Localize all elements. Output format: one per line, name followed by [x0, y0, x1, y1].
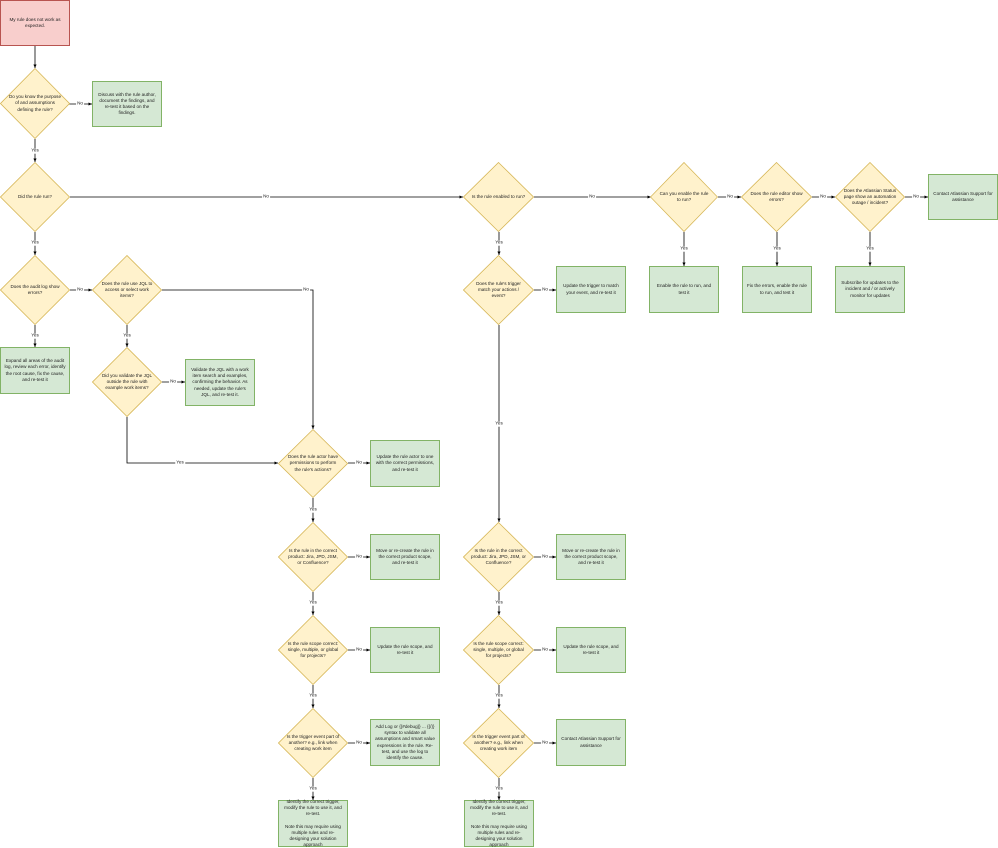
decision-editor-errors: Does the rule editor show errors? [741, 162, 812, 232]
decision-rule-enabled-text: Is the rule enabled to run? [471, 193, 526, 199]
decision-trigger-part-right: Is the trigger event part of another? e.… [463, 708, 534, 778]
edge-label-no: No [541, 286, 549, 293]
decision-trigger-part-left-text: Is the trigger event part of another? e.… [286, 733, 340, 752]
edge-label-yes: Yes [494, 599, 504, 606]
decision-purpose: Do you know the purpose of and assumptio… [0, 68, 70, 139]
edge-label-no: No [262, 193, 270, 200]
action-move-left: Move or re-create the rule in the correc… [370, 534, 440, 580]
action-validate-jql: Validate the JQL with a work item search… [185, 359, 255, 406]
edge-label-yes: Yes [175, 459, 185, 466]
edge-label-yes: Yes [122, 332, 132, 339]
edge-label-no: No [912, 193, 920, 200]
action-move-right: Move or re-create the rule in the correc… [556, 534, 626, 580]
edge-label-no: No [169, 378, 177, 385]
decision-status-page-text: Does the Atlassian Status page show an a… [843, 187, 897, 206]
edge-label-no: No [302, 286, 310, 293]
decision-rule-run: Did the rule run? [0, 162, 70, 232]
edge-label-yes: Yes [772, 245, 782, 252]
decision-product-left-text: Is the rule in the correct product: Jira… [288, 547, 338, 566]
edge-label-no: No [355, 553, 363, 560]
decision-validate-jql-text: Did you validate the JQL outside the rul… [101, 372, 153, 391]
decision-scope-left-text: Is the rule scope correct: single, multi… [287, 640, 339, 659]
edge-label-yes: Yes [308, 692, 318, 699]
decision-trigger-part-right-text: Is the trigger event part of another? e.… [472, 733, 525, 752]
edge-label-yes: Yes [494, 785, 504, 792]
edge-label-no: No [588, 193, 596, 200]
decision-status-page: Does the Atlassian Status page show an a… [835, 162, 905, 232]
action-update-trigger: Update the trigger to match your event, … [556, 266, 626, 313]
action-scope-right: Update the rule scope, and re-test it [556, 627, 626, 673]
action-add-log: Add Log or {{#debug}} ... {{/}} syntax t… [370, 719, 440, 766]
edge-label-yes: Yes [30, 239, 40, 246]
action-enable-rule: Enable the rule to run, and test it [649, 266, 719, 313]
action-fix-errors: Fix the errors, enable the rule to run, … [742, 266, 812, 313]
decision-use-jql-text: Does the rule use JQL to access or selec… [101, 280, 153, 299]
decision-can-enable-text: Can you enable the rule to run? [659, 190, 709, 202]
action-scope-left: Update the rule scope, and re-test it [370, 627, 440, 673]
action-subscribe: Subscribe for updates to the incident an… [835, 266, 905, 313]
edge-label-yes: Yes [30, 332, 40, 339]
edge-label-no: No [76, 100, 84, 107]
action-identify-left: Identify the correct trigger, modify the… [278, 799, 348, 847]
decision-scope-left: Is the rule scope correct: single, multi… [278, 615, 348, 685]
action-identify-right: Identify the correct trigger, modify the… [464, 799, 534, 847]
decision-use-jql: Does the rule use JQL to access or selec… [92, 255, 162, 325]
decision-trigger-match: Does the rule's trigger match your actio… [463, 255, 534, 325]
decision-trigger-match-text: Does the rule's trigger match your actio… [476, 280, 521, 299]
decision-trigger-part-left: Is the trigger event part of another? e.… [278, 708, 348, 778]
decision-product-right-text: Is the rule in the correct product: Jira… [471, 547, 526, 566]
edge-label-yes: Yes [679, 245, 689, 252]
edge-label-no: No [541, 739, 549, 746]
decision-audit-errors: Does the audit log show errors? [0, 255, 70, 325]
decision-validate-jql: Did you validate the JQL outside the rul… [92, 347, 162, 417]
decision-permissions-text: Does the rule actor have permissions to … [287, 454, 339, 472]
decision-rule-run-text: Did the rule run? [18, 193, 52, 199]
action-discuss: Discuss with the rule author, document t… [92, 81, 162, 127]
edge-label-no: No [541, 646, 549, 653]
edge-label-yes: Yes [494, 692, 504, 699]
action-contact-support-bottom: Contact Atlassian Support for assistance [556, 719, 626, 766]
edge-label-yes: Yes [494, 239, 504, 246]
decision-purpose-text: Do you know the purpose of and assumptio… [8, 94, 62, 112]
edge-validate-perm [126, 417, 278, 465]
edge-label-no: No [355, 646, 363, 653]
decision-rule-enabled: Is the rule enabled to run? [463, 162, 534, 232]
edge-label-yes: Yes [308, 785, 318, 792]
decision-scope-right-text: Is the rule scope correct: single, multi… [473, 640, 524, 659]
edge-label-yes: Yes [865, 245, 875, 252]
action-update-actor: Update the rule actor to one with the co… [370, 440, 440, 487]
edge-label-no: No [355, 739, 363, 746]
decision-editor-errors-text: Does the rule editor show errors? [750, 190, 803, 202]
edge-label-no: No [726, 193, 734, 200]
edge-label-yes: Yes [494, 420, 504, 427]
action-expand-audit: Expand all areas of the audit log, revie… [0, 347, 70, 394]
edge-jql-perm [162, 289, 315, 429]
decision-permissions: Does the rule actor have permissions to … [278, 429, 348, 498]
edge-label-yes: Yes [308, 506, 318, 513]
edge-label-yes: Yes [308, 599, 318, 606]
decision-audit-errors-text: Does the audit log show errors? [10, 283, 60, 295]
edge-label-no: No [541, 553, 549, 560]
decision-product-right: Is the rule in the correct product: Jira… [463, 522, 534, 592]
edge-label-no: No [76, 286, 84, 293]
edge-label-yes: Yes [30, 147, 40, 154]
start-node: My rule does not work as expected. [0, 0, 70, 46]
action-contact-support-top: Contact Atlassian Support for assistance [928, 174, 998, 220]
edge-label-no: No [355, 459, 363, 466]
decision-scope-right: Is the rule scope correct: single, multi… [463, 615, 534, 685]
decision-can-enable: Can you enable the rule to run? [650, 162, 718, 232]
edge-label-no: No [819, 193, 827, 200]
decision-product-left: Is the rule in the correct product: Jira… [278, 522, 348, 592]
